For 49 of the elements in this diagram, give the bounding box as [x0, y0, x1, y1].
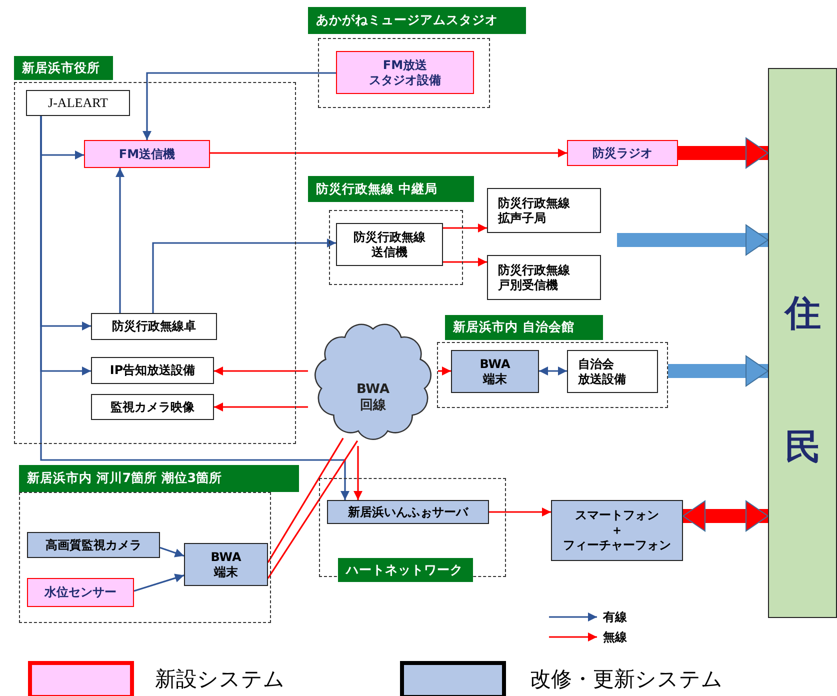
arrow: [160, 546, 184, 558]
arrow: [489, 508, 551, 516]
group-heading: あかがねミュージアムスタジオ: [308, 7, 526, 34]
arrow: [443, 258, 487, 266]
legend-label: 新設システム: [155, 666, 285, 693]
block-arrow: [678, 138, 768, 168]
residents-box: 住民: [768, 68, 837, 618]
equipment-box: 自治会放送設備: [567, 350, 658, 393]
equipment-box: 防災行政無線戸別受信機: [487, 255, 601, 300]
group-heading: 新居浜市内 河川7箇所 潮位3箇所: [19, 465, 299, 492]
group-heading: ハートネットワーク: [338, 558, 473, 582]
arrow: [443, 224, 487, 232]
equipment-box: 水位センサー: [27, 578, 134, 607]
arrow: [142, 72, 336, 140]
equipment-box: BWA 端末: [451, 350, 539, 393]
legend-label: 有線: [603, 609, 627, 626]
group-heading: 新居浜市役所: [14, 56, 113, 80]
group-heading: 防災行政無線 中継局: [308, 176, 474, 202]
connector-line: [267, 438, 344, 563]
arrow: [40, 116, 350, 500]
equipment-box: 防災行政無線拡声子局: [487, 188, 601, 233]
arrow: [134, 574, 184, 592]
equipment-box: FM放送スタジオ設備: [336, 51, 474, 94]
equipment-box: IP告知放送設備: [91, 357, 214, 384]
arrow: [210, 148, 567, 158]
equipment-box: 防災行政無線送信機: [336, 223, 443, 266]
equipment-box: 監視カメラ映像: [91, 394, 214, 420]
equipment-box: FM送信機: [84, 140, 210, 168]
legend-label: 無線: [603, 629, 627, 646]
source-box: J-ALEART: [26, 90, 130, 116]
equipment-box: 防災ラジオ: [567, 140, 678, 166]
equipment-box: 高画質監視カメラ: [27, 532, 160, 558]
arrow: [152, 238, 336, 313]
block-arrow: [668, 356, 768, 386]
arrow: [214, 402, 308, 412]
block-arrow: [682, 500, 768, 532]
equipment-box: 防災行政無線卓: [91, 313, 217, 340]
equipment-box: BWA 端末: [184, 543, 268, 586]
equipment-box: 新居浜いんふぉサーバ: [327, 500, 489, 524]
block-arrow: [617, 224, 768, 256]
group-heading: 新居浜市内 自治会館: [445, 315, 603, 340]
arrow: [354, 446, 362, 500]
legend-label: 改修・更新システム: [530, 666, 723, 693]
arrow: [438, 366, 451, 376]
connector-line: [267, 440, 358, 579]
arrow: [214, 366, 308, 376]
equipment-box: スマートフォン＋フィーチャーフォン: [551, 500, 683, 561]
arrow: [539, 366, 567, 376]
arrow: [116, 168, 124, 313]
